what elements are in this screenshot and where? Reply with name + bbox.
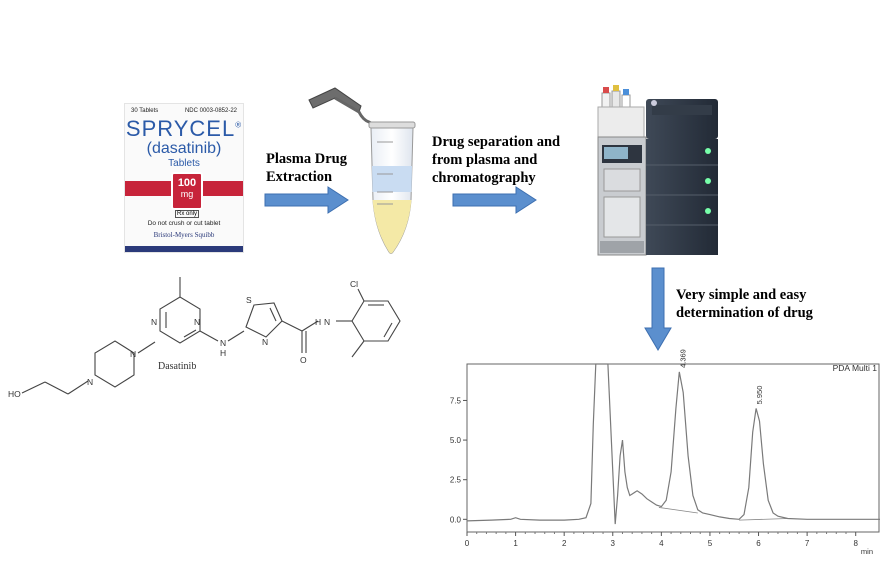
atom-n: N: [130, 349, 136, 359]
x-tick-label: 6: [756, 539, 761, 548]
x-tick-label: 8: [853, 539, 858, 548]
y-tick-label: 2.5: [450, 476, 462, 485]
extraction-label: Plasma Drug Extraction: [266, 150, 347, 186]
x-tick-label: 5: [708, 539, 713, 548]
atom-ho: HO: [8, 389, 21, 399]
x-tick-label: 7: [805, 539, 810, 548]
arrow-right-icon: [452, 186, 537, 214]
box-header: 30 Tablets NDC 0003-0852-22: [125, 108, 243, 114]
dosage-form: Tablets: [168, 158, 200, 169]
dasatinib-structure: HO N N N N H N S N H N O Cl Dasatinib: [8, 277, 401, 399]
hplc-instrument-icon: [597, 85, 718, 256]
atom-n: N: [324, 317, 330, 327]
separation-line2: from plasma and: [432, 152, 538, 168]
arrow-down-icon: [644, 267, 672, 351]
plot-border: [466, 363, 880, 533]
peak-label: 4.369: [678, 349, 687, 368]
atom-n: N: [87, 377, 93, 387]
determination-line1: Very simple and easy: [676, 287, 807, 303]
brand-text: SPRYCEL: [125, 116, 236, 141]
y-tick-label: 0.0: [450, 515, 462, 524]
axis-ticks: 0 1 2 3 4 5 6 7 8 0.0 2.5 5.0 7.5: [450, 396, 859, 548]
peak-label: 5.950: [755, 386, 764, 405]
atom-h: H: [315, 317, 321, 327]
tablet-count: 30 Tablets: [131, 108, 159, 114]
x-tick-label: 1: [513, 539, 518, 548]
x-tick-label: 3: [611, 539, 616, 548]
atom-n: N: [151, 317, 157, 327]
y-tick-label: 7.5: [450, 396, 462, 405]
ndc-code: NDC 0003-0852-22: [184, 108, 237, 114]
x-tick-label: 0: [465, 539, 470, 548]
peak-labels: 4.369 5.950: [678, 349, 764, 404]
atom-h: H: [220, 348, 226, 358]
centrifuge-tube-icon: [308, 87, 416, 254]
drug-box-image: 30 Tablets NDC 0003-0852-22 SPRYCEL® (da…: [124, 103, 244, 253]
atom-s: S: [246, 295, 252, 305]
atom-cl: Cl: [350, 279, 358, 289]
dose-unit: mg: [180, 189, 194, 199]
x-axis-unit: min: [861, 547, 873, 556]
dose-number: 100: [177, 177, 197, 189]
chart-title: PDA Multi 1: [833, 363, 878, 373]
dose-badge: 100 mg: [171, 172, 203, 210]
brand-mark: ®: [235, 120, 243, 130]
warning-text: Do not crush or cut tablet: [147, 220, 221, 227]
atom-n: N: [262, 337, 268, 347]
extraction-line2: Extraction: [266, 169, 333, 185]
baseline-mark: [658, 507, 698, 514]
rx-only: Rx only: [175, 210, 199, 218]
extraction-line1: Plasma Drug: [266, 151, 347, 167]
arrow-right-icon: [264, 186, 349, 214]
y-tick-label: 5.0: [450, 436, 462, 445]
atom-n: N: [220, 338, 226, 348]
manufacturer: Bristol-Myers Squibb: [153, 231, 215, 239]
chromatogram-trace: [466, 363, 880, 525]
chromatogram-chart: 0 1 2 3 4 5 6 7 8 0.0 2.5 5.0 7.5 4.369 5.950 PDA Mul…: [450, 349, 880, 556]
atom-o: O: [300, 355, 307, 365]
determination-line2: determination of drug: [676, 305, 813, 321]
separation-line1: Drug separation and: [432, 134, 561, 150]
generic-name: (dasatinib): [146, 140, 222, 157]
baseline-mark: [739, 518, 788, 521]
structure-name: Dasatinib: [158, 361, 196, 372]
x-tick-label: 2: [562, 539, 567, 548]
plot-frame: [466, 363, 880, 533]
x-tick-label: 4: [659, 539, 664, 548]
blue-band: [125, 246, 243, 252]
atom-n: N: [194, 317, 200, 327]
separation-line3: chromatography: [432, 170, 536, 186]
determination-label: Very simple and easy determination of dr…: [676, 286, 813, 322]
separation-label: Drug separation and from plasma and chro…: [432, 133, 560, 187]
brand-name: SPRYCEL®: [125, 116, 243, 142]
